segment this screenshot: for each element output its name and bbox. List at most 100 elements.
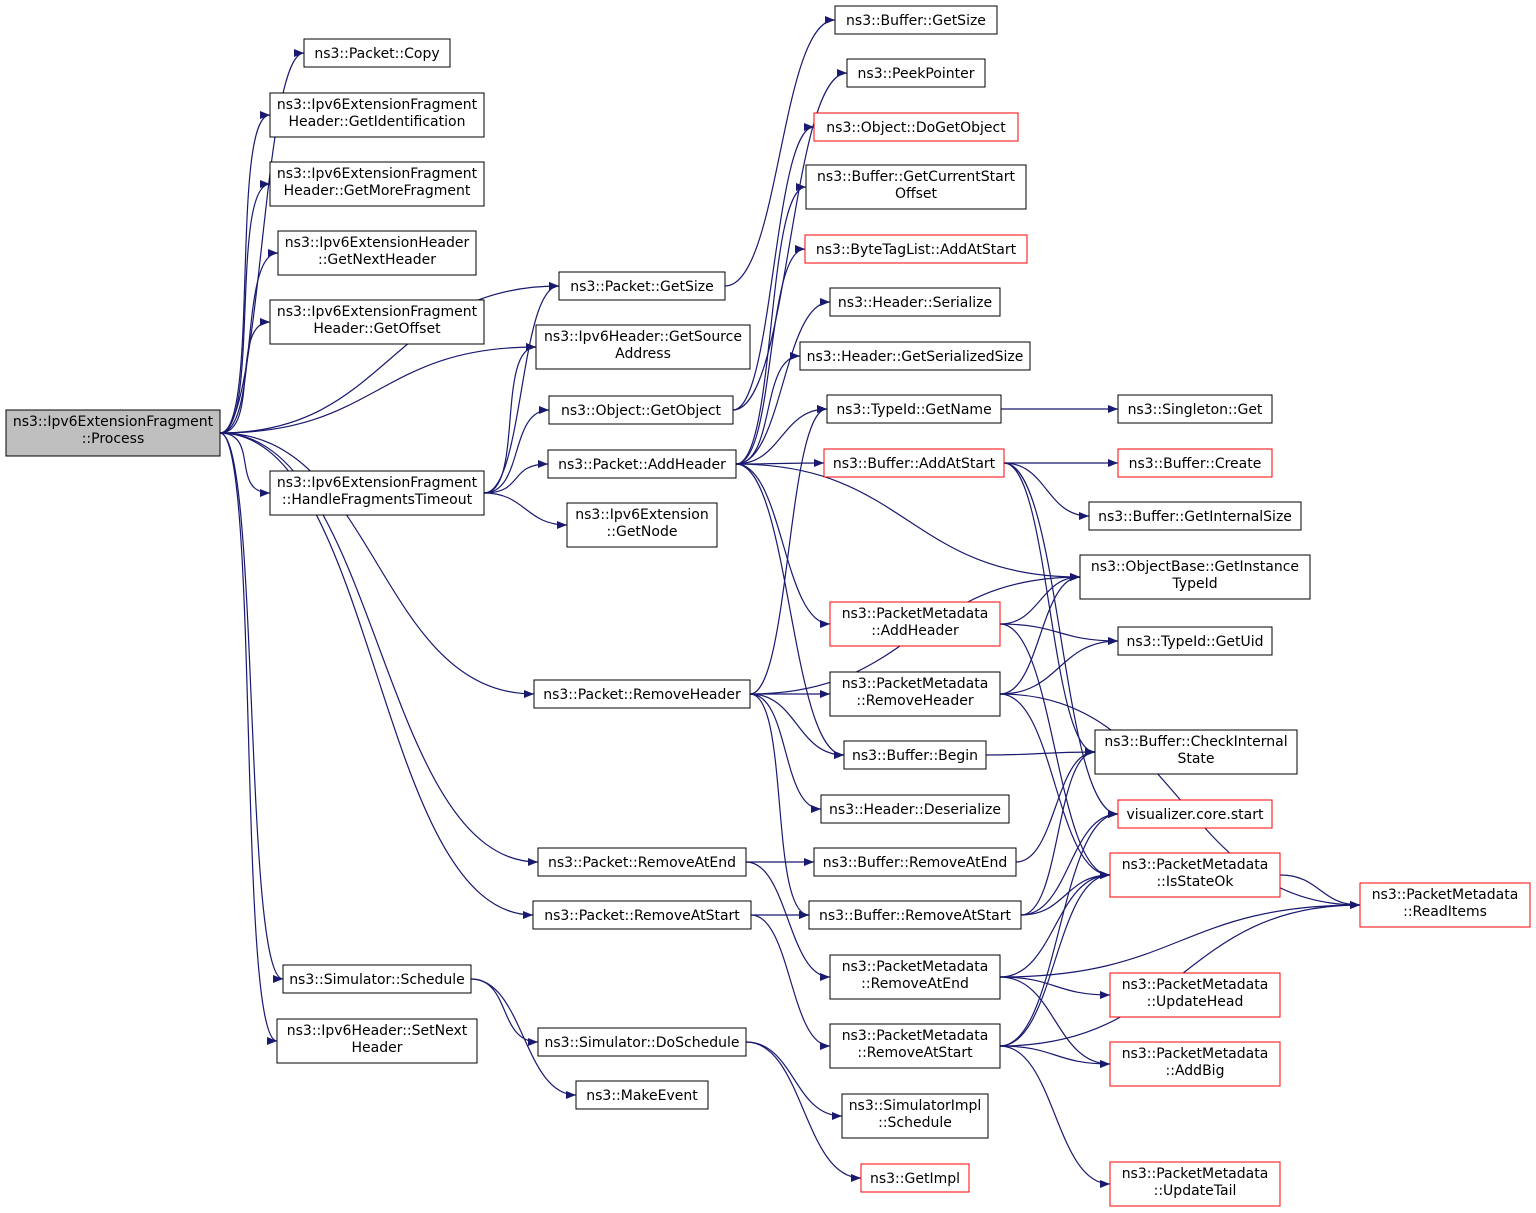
node-box — [820, 794, 1010, 824]
edge-pm-addheader-to-pm-isstateok — [999, 623, 1111, 879]
node-removeatstart[interactable]: ns3::Packet::RemoveAtStart — [532, 900, 752, 930]
node-singleton-get[interactable]: ns3::Singleton::Get — [1117, 394, 1273, 424]
node-pm-removeheader[interactable]: ns3::PacketMetadata::RemoveHeader — [829, 671, 1001, 717]
node-dogetobject[interactable]: ns3::Object::DoGetObject — [813, 112, 1019, 142]
node-box — [1117, 394, 1273, 424]
node-getoffset[interactable]: ns3::Ipv6ExtensionFragmentHeader::GetOff… — [269, 299, 485, 345]
node-box — [829, 671, 1001, 717]
node-pm-readitems[interactable]: ns3::PacketMetadata::ReadItems — [1359, 882, 1531, 928]
edge-pm-removeheader-to-pm-isstateok — [999, 693, 1111, 879]
node-buf-addatstart[interactable]: ns3::Buffer::AddAtStart — [823, 448, 1005, 478]
node-getident[interactable]: ns3::Ipv6ExtensionFragmentHeader::GetIde… — [269, 92, 485, 138]
node-copy[interactable]: ns3::Packet::Copy — [303, 38, 451, 68]
node-buf-create[interactable]: ns3::Buffer::Create — [1117, 448, 1273, 478]
node-label: ::IsStateOk — [1156, 874, 1234, 890]
node-pm-removeatstart[interactable]: ns3::PacketMetadata::RemoveAtStart — [829, 1023, 1001, 1069]
node-buf-removeatstart[interactable]: ns3::Buffer::RemoveAtStart — [808, 900, 1022, 930]
node-box — [1117, 448, 1273, 478]
edge-removeheader-to-buf-begin — [749, 693, 845, 759]
node-label: ns3::Ipv6ExtensionHeader — [285, 235, 470, 251]
node-label: visualizer.core.start — [1127, 807, 1264, 823]
edge-addheader-to-getcurstart — [735, 183, 807, 465]
node-box — [1094, 729, 1298, 775]
node-getimpl[interactable]: ns3::GetImpl — [860, 1163, 970, 1193]
node-hdr-serialize[interactable]: ns3::Header::Serialize — [829, 287, 1001, 317]
edge-buf-removeatstart-to-visualizer — [1020, 810, 1119, 916]
node-box — [808, 900, 1022, 930]
node-btl-addatstart[interactable]: ns3::ByteTagList::AddAtStart — [804, 234, 1028, 264]
node-label: ns3::PacketMetadata — [842, 676, 989, 692]
node-box — [269, 92, 485, 138]
node-getnexthdr[interactable]: ns3::Ipv6ExtensionHeader::GetNextHeader — [277, 230, 477, 276]
edge-handletimeout-to-addheader — [483, 460, 549, 494]
node-box — [860, 1163, 970, 1193]
node-peekpointer[interactable]: ns3::PeekPointer — [846, 58, 986, 88]
node-buf-getinternalsize[interactable]: ns3::Buffer::GetInternalSize — [1088, 501, 1302, 531]
node-hdr-deserialize[interactable]: ns3::Header::Deserialize — [820, 794, 1010, 824]
edge-getobject-to-dogetobject — [732, 123, 815, 411]
node-buf-getsize[interactable]: ns3::Buffer::GetSize — [834, 5, 998, 35]
edge-addheader-to-objbase-getinstance — [735, 463, 1081, 581]
node-label: ns3::Buffer::RemoveAtStart — [819, 908, 1012, 924]
node-removeheader[interactable]: ns3::Packet::RemoveHeader — [533, 679, 751, 709]
edge-buf-begin-to-buf-checkinternal — [985, 748, 1096, 757]
node-makeevent[interactable]: ns3::MakeEvent — [575, 1080, 709, 1110]
node-doschedule[interactable]: ns3::Simulator::DoSchedule — [537, 1027, 747, 1057]
node-label: ns3::Ipv6ExtensionFragment — [277, 97, 478, 113]
edge-pm-removeatstart-to-pm-updatetail — [999, 1045, 1111, 1188]
node-getnode[interactable]: ns3::Ipv6Extension::GetNode — [566, 502, 718, 548]
edge-handletimeout-to-getnode — [483, 492, 568, 529]
node-hdr-getsersize[interactable]: ns3::Header::GetSerializedSize — [799, 341, 1031, 371]
node-label: ::AddHeader — [871, 623, 959, 639]
node-label: ::ReadItems — [1403, 904, 1487, 920]
node-label: ns3::Packet::Copy — [314, 46, 439, 62]
node-label: Header — [352, 1040, 403, 1056]
node-label: ns3::Ipv6Header::GetSource — [544, 329, 742, 345]
node-buf-removeatend[interactable]: ns3::Buffer::RemoveAtEnd — [813, 847, 1017, 877]
node-process[interactable]: ns3::Ipv6ExtensionFragment::Process — [5, 409, 221, 457]
node-visualizer[interactable]: visualizer.core.start — [1117, 799, 1273, 829]
node-label: ns3::PacketMetadata — [1122, 1166, 1269, 1182]
edge-pm-removeatend-to-pm-isstateok — [999, 871, 1111, 978]
node-box — [533, 679, 751, 709]
edge-pm-removeatend-to-pm-updatehead — [999, 976, 1111, 999]
node-box — [269, 470, 485, 516]
node-label: Header::GetOffset — [313, 321, 441, 337]
node-label: ns3::TypeId::GetUid — [1126, 634, 1263, 650]
edge-buf-addatstart-to-visualizer — [1003, 462, 1119, 818]
node-box — [829, 1023, 1001, 1069]
node-label: ns3::SimulatorImpl — [849, 1098, 982, 1114]
node-label: ns3::ObjectBase::GetInstance — [1091, 559, 1299, 575]
graph-edges — [219, 16, 1361, 1188]
node-box — [269, 161, 485, 207]
edge-buf-addatstart-to-buf-checkinternal — [1003, 462, 1096, 756]
node-getobject[interactable]: ns3::Object::GetObject — [548, 395, 734, 425]
node-pm-addbig[interactable]: ns3::PacketMetadata::AddBig — [1109, 1041, 1281, 1087]
node-addheader[interactable]: ns3::Packet::AddHeader — [547, 449, 737, 479]
node-pkt-getsize[interactable]: ns3::Packet::GetSize — [558, 271, 726, 301]
node-label: ns3::TypeId::GetName — [836, 402, 991, 418]
node-simimpl-schedule[interactable]: ns3::SimulatorImpl::Schedule — [841, 1093, 989, 1139]
node-label: ns3::Buffer::GetSize — [846, 13, 986, 29]
node-label: ::UpdateTail — [1154, 1183, 1237, 1199]
node-pm-removeatend[interactable]: ns3::PacketMetadata::RemoveAtEnd — [829, 954, 1001, 1000]
node-typeid-getname[interactable]: ns3::TypeId::GetName — [826, 394, 1002, 424]
node-pm-updatetail[interactable]: ns3::PacketMetadata::UpdateTail — [1109, 1161, 1281, 1207]
node-box — [834, 5, 998, 35]
node-label: ::RemoveHeader — [856, 693, 973, 709]
node-box — [277, 230, 477, 276]
node-getmore[interactable]: ns3::Ipv6ExtensionFragmentHeader::GetMor… — [269, 161, 485, 207]
node-schedule[interactable]: ns3::Simulator::Schedule — [282, 964, 472, 994]
node-handletimeout[interactable]: ns3::Ipv6ExtensionFragment::HandleFragme… — [269, 470, 485, 516]
node-pm-isstateok[interactable]: ns3::PacketMetadata::IsStateOk — [1109, 852, 1281, 898]
node-pm-addheader[interactable]: ns3::PacketMetadata::AddHeader — [829, 601, 1001, 647]
node-pm-updatehead[interactable]: ns3::PacketMetadata::UpdateHead — [1109, 972, 1281, 1018]
node-typeid-getuid[interactable]: ns3::TypeId::GetUid — [1117, 626, 1273, 656]
node-removeatend[interactable]: ns3::Packet::RemoveAtEnd — [537, 847, 747, 877]
node-buf-begin[interactable]: ns3::Buffer::Begin — [843, 740, 987, 770]
